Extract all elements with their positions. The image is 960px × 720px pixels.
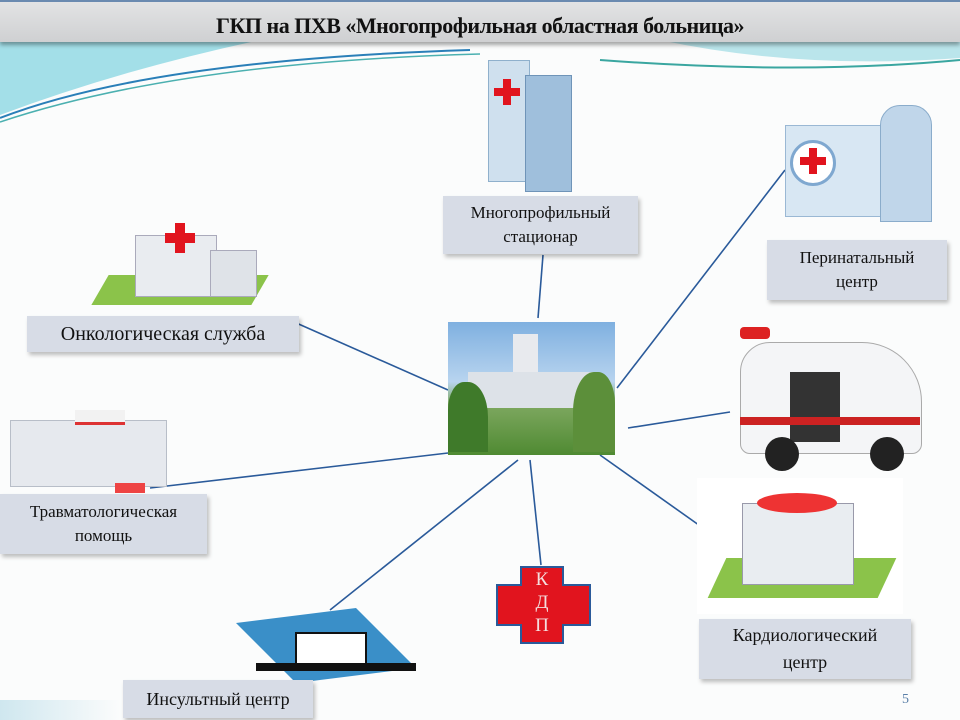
page-number: 5 (902, 692, 909, 707)
node-trauma: Травматологическая помощь (0, 494, 207, 554)
kdp-letter: К (535, 569, 549, 590)
line-stroke (329, 459, 519, 611)
line-trauma (149, 452, 449, 489)
line-ambulance (627, 411, 731, 429)
node-label: Инсультный центр (146, 689, 290, 709)
node-label: Многопрофильный (470, 203, 611, 222)
node-perinatal: Перинатальный центр (767, 240, 947, 300)
line-stationar (537, 254, 544, 319)
line-kdp (529, 459, 542, 566)
node-label: помощь (74, 526, 133, 545)
node-label: Онкологическая служба (60, 323, 266, 345)
line-oncology (284, 317, 449, 391)
node-stationar: Многопрофильный стационар (443, 196, 638, 254)
perinatal-building-icon (785, 100, 935, 230)
ambulance-icon (730, 322, 940, 480)
kdp-letter: П (535, 615, 549, 636)
node-label: Травматологическая (29, 502, 178, 521)
kdp-cross-icon: К Д П (496, 566, 591, 644)
node-label: Кардиологический (732, 625, 878, 645)
oncology-building-icon (91, 215, 269, 310)
trauma-building-icon (5, 405, 170, 495)
node-cardio: Кардиологический центр (699, 619, 911, 679)
node-stroke: Инсультный центр (123, 680, 313, 718)
node-label: стационар (503, 227, 578, 246)
node-label: центр (836, 272, 878, 291)
node-label: центр (782, 652, 828, 672)
title-bar (0, 0, 960, 42)
cardio-building-icon (697, 478, 903, 614)
stroke-center-logo-icon (236, 608, 416, 683)
footer-decoration (0, 700, 120, 720)
node-oncology: Онкологическая служба (27, 316, 299, 352)
stationar-building-icon (480, 50, 580, 192)
kdp-letter: Д (535, 592, 549, 613)
line-perinatal (616, 169, 786, 389)
slide-title: ГКП на ПХВ «Многопрофильная областная бо… (215, 13, 745, 38)
header-swoosh-decoration (0, 40, 960, 123)
node-label: Перинатальный (799, 248, 915, 267)
main-hospital-photo (448, 322, 615, 455)
